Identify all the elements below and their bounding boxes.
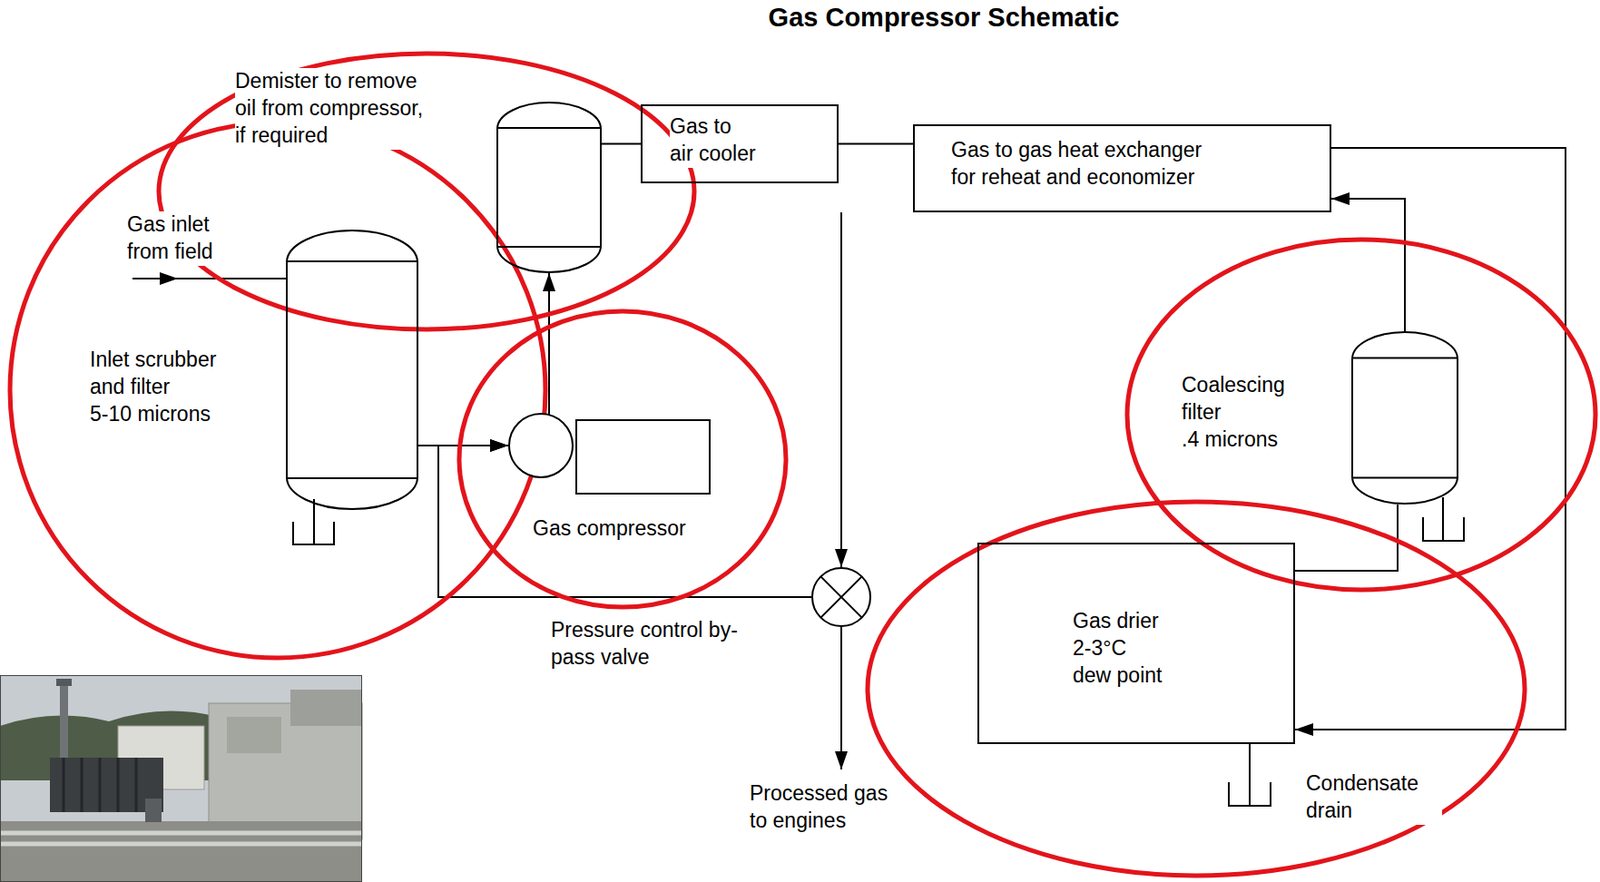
scrubber-drain-symbol: [293, 499, 334, 545]
vessel-seam: [286, 261, 418, 479]
node-caption: Coalescing filter.4 microns: [1181, 372, 1309, 454]
node-caption: Inlet scrubber and filter5-10 microns: [89, 346, 226, 429]
outlet-label: Processed gas to engines: [749, 780, 904, 835]
filter-drain-symbol: [1423, 497, 1464, 541]
flow-line: [548, 273, 550, 415]
processed-gas-line: [840, 627, 843, 770]
inlet-scrubber-vessel: Inlet scrubber and filter5-10 microns: [285, 229, 419, 511]
air-cooler-box: Gas to air cooler: [640, 104, 839, 184]
drier-drain-symbol: [1228, 744, 1271, 806]
coalescing-filter-vessel: Coalescing filter.4 microns: [1351, 331, 1459, 505]
gas-drier-box: Gas drier2-3°C dew point: [977, 542, 1296, 745]
valve-circle: [812, 568, 871, 627]
inlet-scrubber-vessel-outline: [285, 229, 419, 511]
highlight-ellipse: [1127, 239, 1596, 590]
node-text: Gas to air cooler: [669, 113, 758, 168]
demister-vessel-outline: [496, 101, 602, 274]
photo-ground: [0, 821, 363, 882]
photo-roof: [290, 689, 363, 727]
node-text: Pressure control by-pass valve: [550, 617, 756, 672]
connector-group: [418, 144, 1566, 731]
node-text: Gas compressor: [532, 515, 715, 543]
node-text: Demister to remove oil from compressor, …: [235, 68, 435, 150]
flow-line: [838, 143, 913, 146]
drain-label: Condensate drain: [1305, 770, 1443, 825]
gas-inlet-arrowhead: [159, 272, 178, 285]
vessel-seam: [1352, 358, 1458, 479]
photo-frame: [0, 676, 363, 882]
vessel-shell: [286, 230, 418, 510]
node-text: .4 microns: [1181, 426, 1309, 454]
node-caption: Demister to remove oil from compressor, …: [235, 68, 435, 150]
node-text: Coalescing filter: [1181, 372, 1309, 427]
node-text: 2-3°C dew point: [1072, 635, 1167, 690]
node-text: Inlet scrubber and filter: [89, 346, 226, 402]
flow-line: [1295, 147, 1566, 730]
heat-exchanger-box: Gas to gas heat exchanger for reheat and…: [912, 124, 1332, 213]
node-caption: Pressure control by-pass valve: [550, 617, 756, 672]
photo-illustration: [0, 675, 363, 882]
valve-cross: [820, 576, 862, 618]
gas-inlet-line: [132, 277, 286, 280]
demister-vessel: Demister to remove oil from compressor, …: [496, 101, 602, 274]
highlight-ellipse: [867, 501, 1525, 876]
photo-junction-box: [145, 798, 162, 823]
photo-panel: [226, 716, 282, 754]
piping-symbols: [132, 272, 1464, 806]
node-text: Gas drier: [1072, 608, 1167, 636]
coalescing-filter-vessel-outline: [1351, 331, 1459, 505]
photo-stack-cap: [56, 678, 72, 687]
compressor-circle: [509, 413, 573, 478]
flow-line: [1331, 198, 1405, 332]
gas-compressor: Gas compressor: [508, 412, 711, 495]
vessel-seam: [497, 127, 601, 247]
highlight-ellipse: [9, 122, 546, 658]
vessel-shell: [497, 102, 601, 273]
node-caption: Gas compressor: [532, 515, 715, 543]
photo-sky: [0, 675, 363, 882]
diagram-title: Gas Compressor Schematic: [635, 1, 1253, 34]
highlight-ellipse: [158, 53, 695, 330]
processed-gas-arrowhead: [834, 751, 848, 770]
highlight-ellipse: [459, 311, 786, 608]
flow-line: [601, 143, 641, 146]
bypass-valve: Pressure control by-pass valve: [811, 567, 872, 628]
flow-line: [840, 212, 843, 568]
photo-cooler-fins: [63, 757, 137, 813]
vessel-shell: [1352, 332, 1458, 504]
motor-box: [576, 420, 710, 494]
node-text: Gas to gas heat exchanger for reheat and…: [951, 137, 1224, 192]
inlet-label: Gas inlet from field: [127, 211, 246, 266]
node-text: 5-10 microns: [89, 401, 226, 429]
gas-compressor-outline: [508, 412, 711, 495]
photo-pipes: [0, 833, 363, 845]
flow-line: [438, 445, 812, 598]
bypass-valve-outline: [811, 567, 872, 628]
